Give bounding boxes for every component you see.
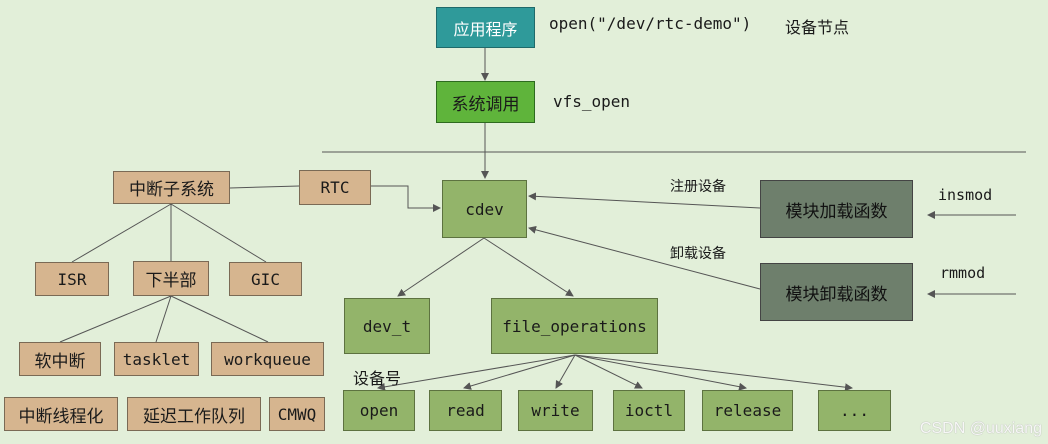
rtc-box: RTC	[299, 170, 371, 205]
workqueue-box: workqueue	[211, 342, 324, 376]
syscall-box: 系统调用	[436, 81, 535, 123]
vfs-open-label: vfs_open	[553, 92, 631, 111]
watermark: CSDN @uuxiang	[919, 420, 1042, 437]
op-release-box: release	[702, 390, 793, 431]
register-device-label: 注册设备	[670, 179, 726, 195]
app-box: 应用程序	[436, 7, 535, 48]
cmwq-box: CMWQ	[269, 397, 325, 431]
bottom-half-box: 下半部	[133, 261, 209, 296]
rmmod-label: rmmod	[940, 264, 986, 282]
delayed-work-queue-box: 延迟工作队列	[127, 397, 261, 431]
interrupt-subsystem-box: 中断子系统	[113, 171, 230, 204]
insmod-label: insmod	[938, 186, 993, 204]
op-more-box: ...	[818, 390, 891, 431]
cdev-box: cdev	[442, 180, 527, 238]
module-unload-box: 模块卸载函数	[760, 263, 913, 321]
op-ioctl-box: ioctl	[613, 390, 685, 431]
op-open-box: open	[343, 390, 415, 431]
op-read-box: read	[429, 390, 502, 431]
threaded-irq-box: 中断线程化	[4, 397, 118, 431]
unregister-device-label: 卸载设备	[670, 246, 726, 262]
op-write-box: write	[518, 390, 593, 431]
device-node-label: 设备节点	[785, 18, 850, 37]
dev-t-box: dev_t	[344, 298, 430, 354]
open-call-label: open("/dev/rtc-demo")	[549, 14, 752, 33]
gic-box: GIC	[229, 262, 302, 296]
softirq-box: 软中断	[19, 342, 101, 376]
tasklet-box: tasklet	[114, 342, 199, 376]
module-load-box: 模块加载函数	[760, 180, 913, 238]
device-number-label: 设备号	[353, 369, 402, 388]
isr-box: ISR	[35, 262, 109, 296]
file-operations-box: file_operations	[491, 298, 658, 354]
